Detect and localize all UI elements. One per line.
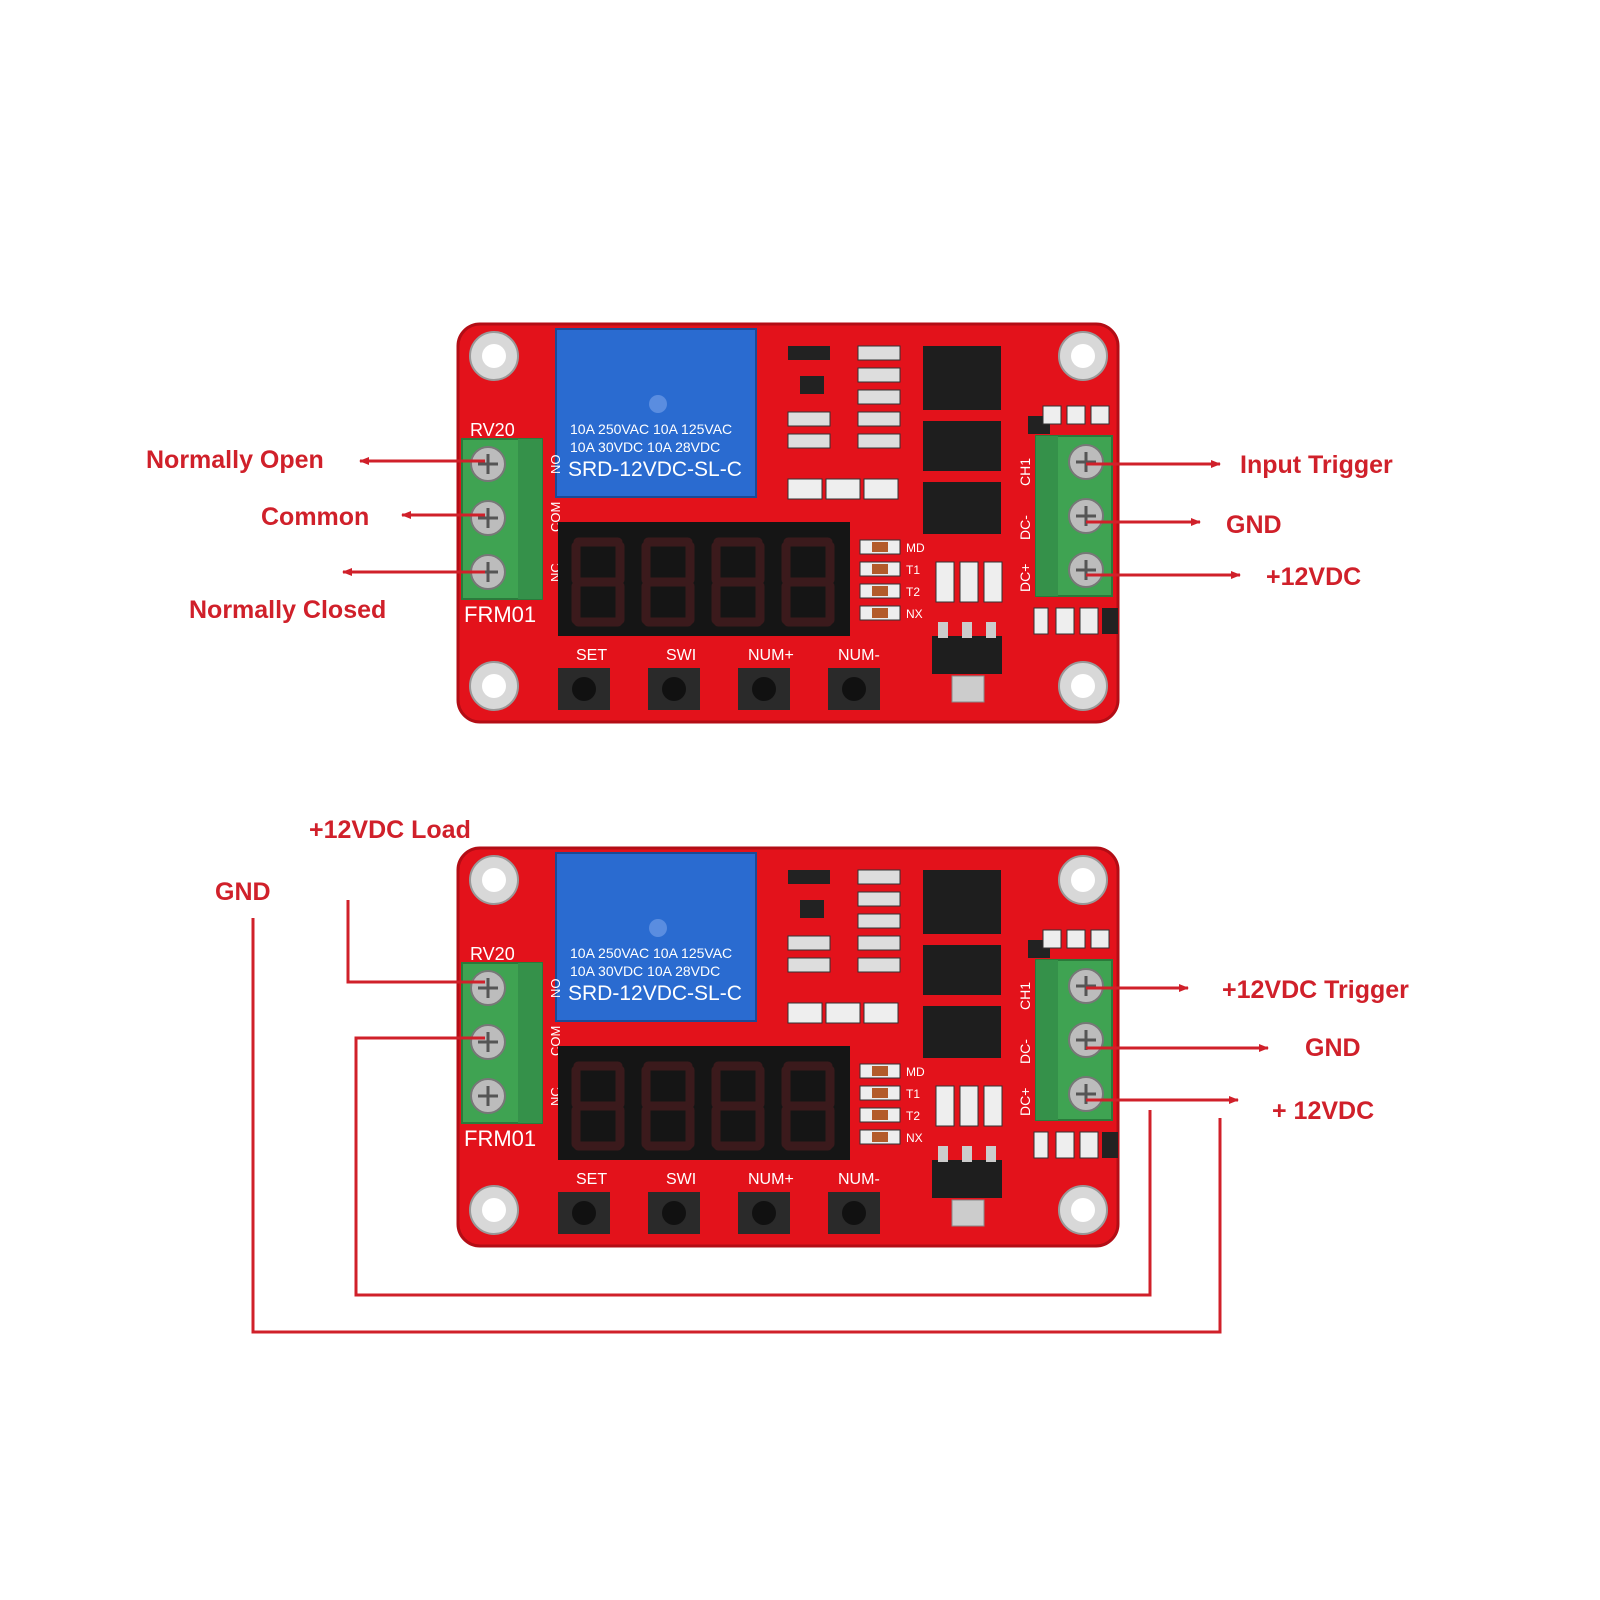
label-plus-12vdc-bottom: + 12VDC [1272,1097,1375,1125]
label-gnd-top: GND [1226,511,1282,539]
label-normally-open: Normally Open [146,446,324,474]
relay-module-bottom [458,848,1118,1246]
label-input-trigger: Input Trigger [1240,451,1393,479]
relay-module-top [458,324,1118,722]
label-normally-closed: Normally Closed [189,596,387,624]
bottom-wiring-lines [251,900,1269,1334]
top-wiring-arrows [342,457,1241,579]
label-12vdc-load: +12VDC Load [309,816,471,844]
label-gnd-bottom-left: GND [215,878,271,906]
label-12vdc-top: +12VDC [1266,563,1362,591]
label-12vdc-trigger: +12VDC Trigger [1222,976,1409,1004]
label-gnd-bottom-right: GND [1305,1034,1361,1062]
label-common: Common [261,503,370,531]
